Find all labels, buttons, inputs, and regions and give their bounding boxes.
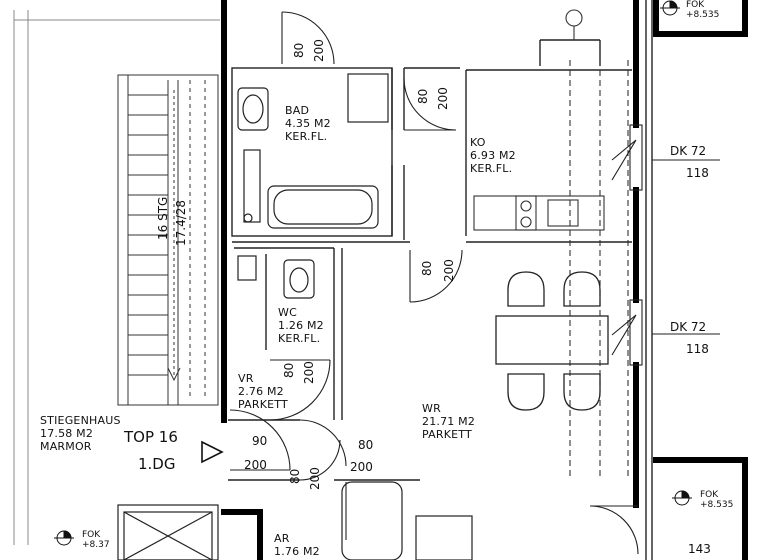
room-wc: WC 1.26 M2 KER.FL. bbox=[278, 306, 324, 345]
dining-set bbox=[495, 271, 609, 411]
room-wc-area: 1.26 M2 bbox=[278, 319, 324, 332]
door-entry-width: 90 bbox=[252, 434, 268, 448]
room-wr: WR 21.71 M2 PARKETT bbox=[422, 402, 475, 441]
window-1-height: 118 bbox=[686, 166, 709, 180]
stairs-ratio: 17.4/28 bbox=[174, 199, 188, 246]
door-wc-width: 80 bbox=[282, 362, 296, 378]
room-vr-floor: PARKETT bbox=[238, 398, 288, 411]
kitchen-fixtures bbox=[473, 9, 629, 480]
room-bad: BAD 4.35 M2 KER.FL. bbox=[285, 104, 331, 143]
storage-box bbox=[117, 504, 219, 560]
door-ar-height: 200 bbox=[350, 460, 373, 474]
unit-level: 1.DG bbox=[138, 455, 176, 473]
door-wc-height: 200 bbox=[302, 361, 316, 384]
main-walls bbox=[221, 0, 748, 560]
door-vr-height: 200 bbox=[308, 467, 322, 490]
stairs-label: 16 STG bbox=[156, 196, 170, 240]
door-wr-height: 200 bbox=[442, 259, 456, 282]
fok-bottom-left-label: FOK bbox=[82, 530, 101, 540]
fok-markers bbox=[54, 0, 692, 546]
room-ar-name: AR bbox=[274, 532, 290, 545]
room-vr-name: VR bbox=[238, 372, 254, 385]
room-ko: KO 6.93 M2 KER.FL. bbox=[470, 136, 516, 175]
window-2-height: 118 bbox=[686, 342, 709, 356]
outer-frame bbox=[13, 10, 220, 545]
room-ko-name: KO bbox=[470, 136, 486, 149]
windows bbox=[611, 124, 720, 366]
room-stiegenhaus-name: STIEGENHAUS bbox=[40, 414, 121, 427]
room-bad-floor: KER.FL. bbox=[285, 130, 328, 143]
door-entry-height: 200 bbox=[244, 458, 267, 472]
bath-fixtures bbox=[237, 73, 473, 560]
unit-top: TOP 16 bbox=[124, 428, 178, 446]
room-bad-area: 4.35 M2 bbox=[285, 117, 331, 130]
room-bad-name: BAD bbox=[285, 104, 310, 117]
fok-bottom-right-value: +8.535 bbox=[700, 500, 734, 510]
staircase bbox=[117, 74, 219, 406]
room-ko-area: 6.93 M2 bbox=[470, 149, 516, 162]
room-wr-name: WR bbox=[422, 402, 441, 415]
door-top-width: 80 bbox=[292, 42, 306, 58]
room-stiegenhaus: STIEGENHAUS 17.58 M2 MARMOR bbox=[40, 414, 121, 453]
interior-walls bbox=[228, 0, 653, 560]
window-1-code: DK 72 bbox=[670, 144, 707, 158]
door-ko-width: 80 bbox=[416, 88, 430, 104]
fok-top-right-value: +8.535 bbox=[686, 10, 720, 20]
door-swings bbox=[229, 11, 639, 555]
door-top-height: 200 bbox=[312, 39, 326, 62]
room-wc-name: WC bbox=[278, 306, 297, 319]
door-ar-width: 80 bbox=[358, 438, 374, 452]
fok-top-right: FOK +8.535 bbox=[686, 0, 719, 20]
room-vr: VR 2.76 M2 PARKETT bbox=[238, 372, 288, 411]
fok-bottom-left: FOK +8.37 bbox=[82, 530, 110, 550]
door-vr-width: 80 bbox=[288, 468, 302, 484]
room-ar: AR 1.76 M2 bbox=[274, 532, 320, 558]
top-arrow bbox=[201, 440, 224, 464]
room-wc-floor: KER.FL. bbox=[278, 332, 321, 345]
door-ko-height: 200 bbox=[436, 87, 450, 110]
room-vr-area: 2.76 M2 bbox=[238, 385, 284, 398]
fok-bottom-right: FOK +8.535 bbox=[700, 490, 733, 510]
room-stiegenhaus-area: 17.58 M2 bbox=[40, 427, 94, 440]
fok-bottom-right-label: FOK bbox=[700, 490, 719, 500]
room-wr-area: 21.71 M2 bbox=[422, 415, 476, 428]
room-stiegenhaus-floor: MARMOR bbox=[40, 440, 92, 453]
window-2-code: DK 72 bbox=[670, 320, 707, 334]
door-wr-width: 80 bbox=[420, 260, 434, 276]
room-ko-floor: KER.FL. bbox=[470, 162, 513, 175]
bottom-number: 143 bbox=[688, 542, 711, 556]
fok-bottom-left-value: +8.37 bbox=[82, 540, 110, 550]
room-wr-floor: PARKETT bbox=[422, 428, 472, 441]
fok-top-right-label: FOK bbox=[686, 0, 705, 10]
room-ar-area: 1.76 M2 bbox=[274, 545, 320, 558]
